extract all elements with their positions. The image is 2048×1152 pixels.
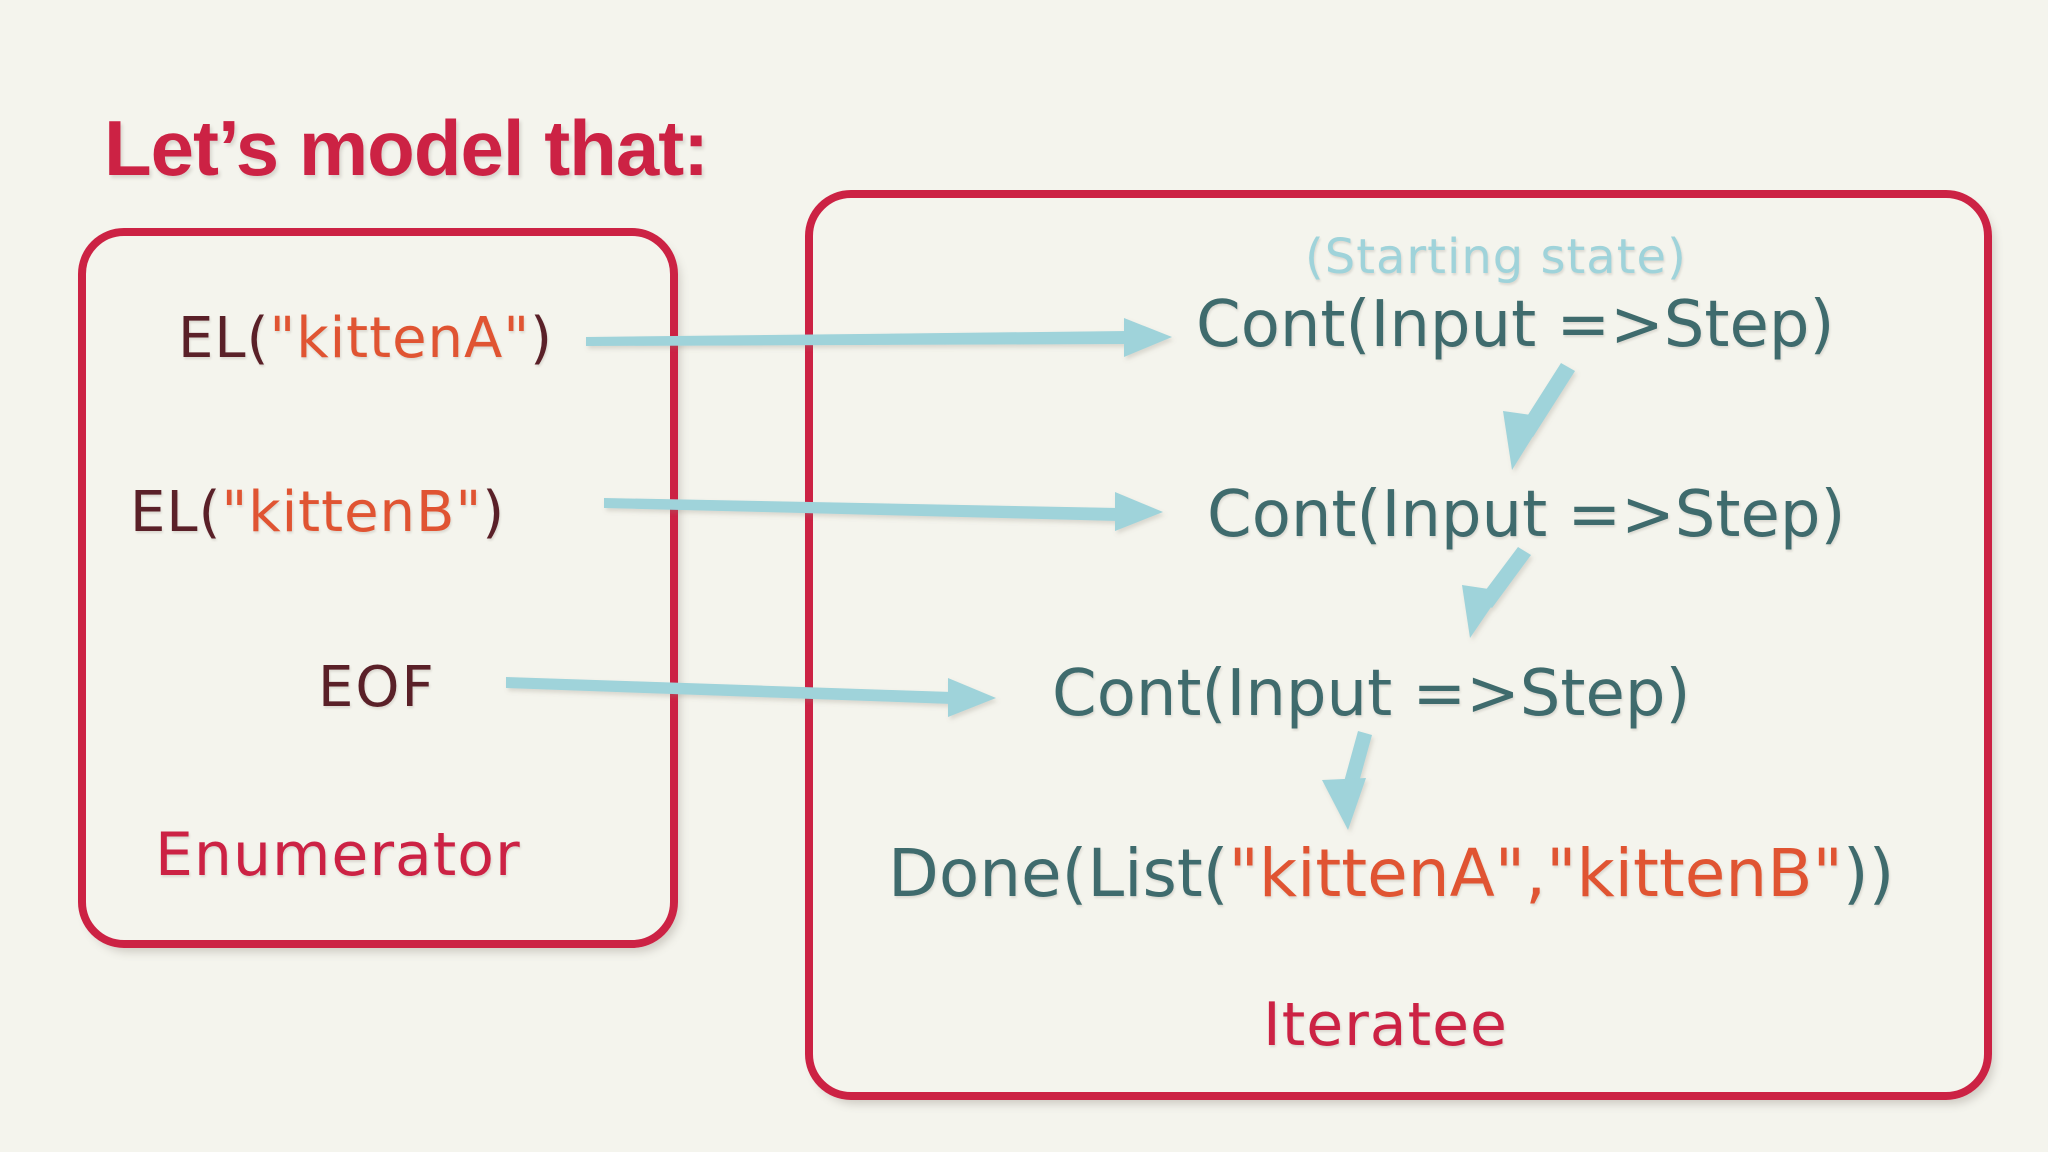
enumerator-item-0: EL("kittenA") <box>178 306 553 371</box>
iteratee-state-0: Cont(Input =>Step) <box>1196 288 1835 362</box>
enumerator-item-1: EL("kittenB") <box>130 480 505 545</box>
iteratee-state-2: Cont(Input =>Step) <box>1052 657 1691 731</box>
el-suffix: ) <box>482 480 506 545</box>
enumerator-label: Enumerator <box>155 820 521 890</box>
done-string: "kittenA","kittenB" <box>1228 835 1843 912</box>
el-prefix: EL( <box>178 306 270 371</box>
done-suffix: )) <box>1842 835 1895 912</box>
done-prefix: Done(List( <box>888 835 1229 912</box>
enumerator-item-2: EOF <box>318 655 436 720</box>
page-title: Let’s model that: <box>104 104 709 192</box>
starting-state-note: (Starting state) <box>1305 229 1687 285</box>
iteratee-state-1: Cont(Input =>Step) <box>1207 478 1846 552</box>
el-suffix: ) <box>530 306 553 371</box>
enumerator-panel <box>78 228 678 948</box>
iteratee-final-state: Done(List("kittenA","kittenB")) <box>888 835 1894 912</box>
el-string: "kittenB" <box>221 480 483 545</box>
iteratee-panel <box>805 190 1992 1100</box>
iteratee-label: Iteratee <box>1263 990 1508 1060</box>
el-string: "kittenA" <box>269 306 531 371</box>
el-prefix: EL( <box>130 480 222 545</box>
